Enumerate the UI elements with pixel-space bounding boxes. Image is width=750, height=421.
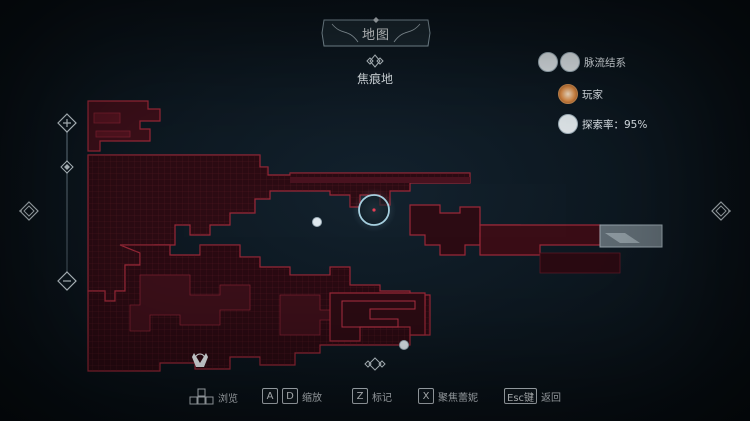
player-icon — [558, 84, 578, 104]
zoom-out-icon[interactable] — [56, 270, 78, 292]
key-d[interactable]: D — [282, 388, 298, 404]
title-ornament — [321, 17, 431, 47]
map-title-plate: 地图 — [318, 16, 434, 50]
path-marker[interactable] — [312, 217, 322, 227]
hint-browse: 浏览 — [188, 388, 238, 406]
legend-item-flow: 脉流结系 — [538, 52, 626, 72]
left-nav-icon[interactable] — [18, 200, 40, 222]
spiral-icon — [560, 52, 580, 72]
path-marker[interactable] — [399, 340, 409, 350]
key-esc[interactable]: Esc键 — [504, 388, 538, 404]
zoom-in-icon[interactable] — [56, 112, 78, 134]
explored-region-right-structure — [329, 292, 426, 342]
control-hints: 浏览 A D 缩放 Z 标记 X 聚焦蕾妮 Esc键 返回 — [0, 388, 750, 408]
area-ornament-icon — [366, 54, 384, 68]
right-nav-icon[interactable] — [710, 200, 732, 222]
area-name: 焦痕地 — [356, 72, 393, 86]
down-ornament-icon — [364, 357, 386, 371]
boss-marker-icon[interactable] — [192, 353, 208, 367]
flower-icon — [538, 52, 558, 72]
key-x[interactable]: X — [418, 388, 434, 404]
page-title: 地图 — [361, 28, 390, 43]
explored-region-right — [409, 204, 621, 274]
key-z[interactable]: Z — [352, 388, 368, 404]
dpad-icon — [189, 388, 214, 405]
key-a[interactable]: A — [262, 388, 278, 404]
map-canvas[interactable] — [80, 95, 670, 380]
unexplored-region — [599, 224, 663, 248]
legend-item-player: 玩家 — [558, 84, 603, 104]
legend-item-exploration: 探索率：95% — [558, 114, 647, 134]
hint-back: Esc键 返回 — [504, 388, 561, 404]
explored-region-top-left — [87, 100, 161, 152]
hint-zoom: A D 缩放 — [262, 388, 322, 404]
zoom-rail[interactable] — [66, 118, 68, 288]
hint-focus: X 聚焦蕾妮 — [418, 388, 478, 404]
zoom-level-indicator-icon[interactable] — [60, 160, 74, 174]
hint-mark: Z 标记 — [352, 388, 392, 404]
star-compass-icon — [558, 114, 578, 134]
map-cursor[interactable] — [352, 188, 396, 232]
